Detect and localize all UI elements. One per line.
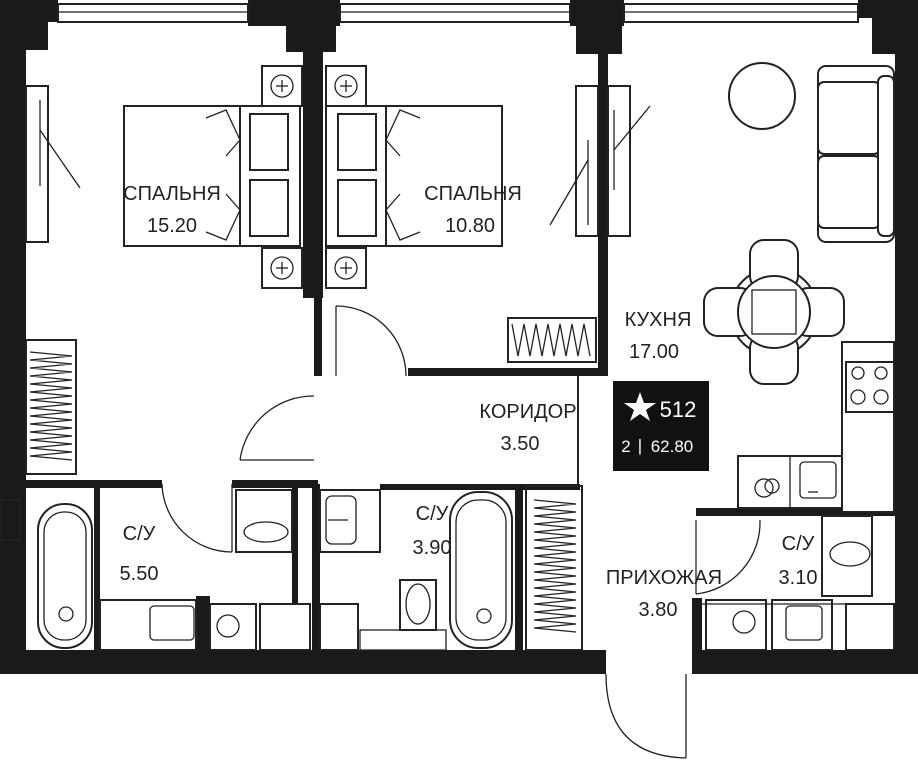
corridor-name: КОРИДОР (479, 401, 576, 423)
bedroom-left-area: 15.20 (147, 215, 197, 237)
kitchen-name: КУХНЯ (625, 309, 692, 331)
bedroom-right-area: 10.80 (445, 215, 495, 237)
doors (239, 305, 761, 759)
bedroom-left-name: СПАЛЬНЯ (123, 183, 221, 205)
radiators (25, 317, 597, 651)
bath-middle-fixtures (259, 489, 513, 651)
bath-left-name: С/У (123, 523, 156, 545)
bath-right-fixtures (696, 515, 895, 651)
bath-right-area: 3.10 (779, 567, 818, 589)
bath-right-name: С/У (782, 533, 815, 555)
total-area: 62.80 (651, 437, 694, 456)
corridor-area: 3.50 (501, 433, 540, 455)
bath-left-area: 5.50 (120, 563, 159, 585)
bath-middle-area: 3.90 (413, 537, 452, 559)
apartment-number: 512 (660, 397, 697, 422)
bedroom-right-name: СПАЛЬНЯ (424, 183, 522, 205)
bed-right (325, 65, 503, 289)
kitchen-furniture (703, 62, 895, 513)
bath-left-fixtures (37, 483, 293, 651)
star-icon (624, 392, 656, 421)
hallway-area: 3.80 (639, 599, 678, 621)
windows (0, 3, 859, 541)
room-labels: СПАЛЬНЯ 15.20 СПАЛЬНЯ 10.80 КУХНЯ 17.00 … (120, 183, 818, 621)
rooms-count: 2 (621, 437, 630, 456)
bath-middle-name: С/У (416, 503, 449, 525)
badge-separator: | (638, 436, 642, 455)
walls (0, 0, 918, 674)
bed-left (123, 65, 303, 289)
kitchen-area: 17.00 (629, 341, 679, 363)
apartment-badge: 512 2 | 62.80 (613, 381, 709, 471)
hallway-name: ПРИХОЖАЯ (606, 567, 722, 589)
wall-panels (25, 85, 651, 243)
